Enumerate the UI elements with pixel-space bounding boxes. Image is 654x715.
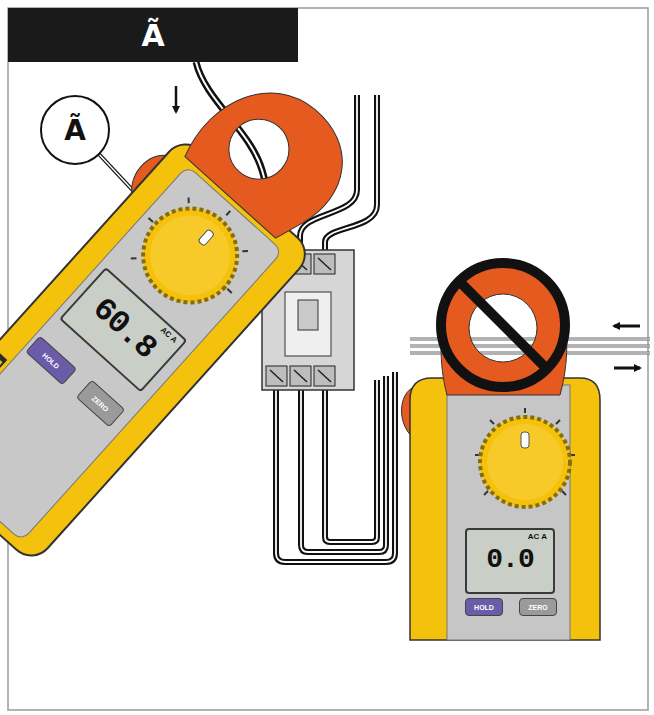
hold-button: HOLD [465, 598, 503, 616]
lcd-display-text: AC A [528, 532, 547, 542]
right-clamp-meter [402, 262, 650, 640]
callout-circle: Ã [40, 95, 110, 165]
lcd-display-text: 0.0 [486, 542, 533, 578]
hold-button-text: HOLD [41, 351, 60, 369]
callout-circle-text: Ã [64, 114, 86, 147]
prohibition-bar [459, 281, 547, 369]
zero-button-text: ZERO [528, 604, 547, 611]
load-wires [276, 372, 395, 562]
current-arrow [175, 86, 178, 112]
title-band: Ã [8, 8, 298, 62]
zero-button-text: ZERO [91, 394, 110, 412]
lcd-display: AC A0.0 [465, 528, 555, 594]
hold-button-text: HOLD [474, 604, 494, 611]
prohibition-sign [441, 263, 565, 387]
title-text: Ã [141, 18, 164, 53]
frame [8, 8, 648, 710]
zero-button: ZERO [519, 598, 557, 616]
